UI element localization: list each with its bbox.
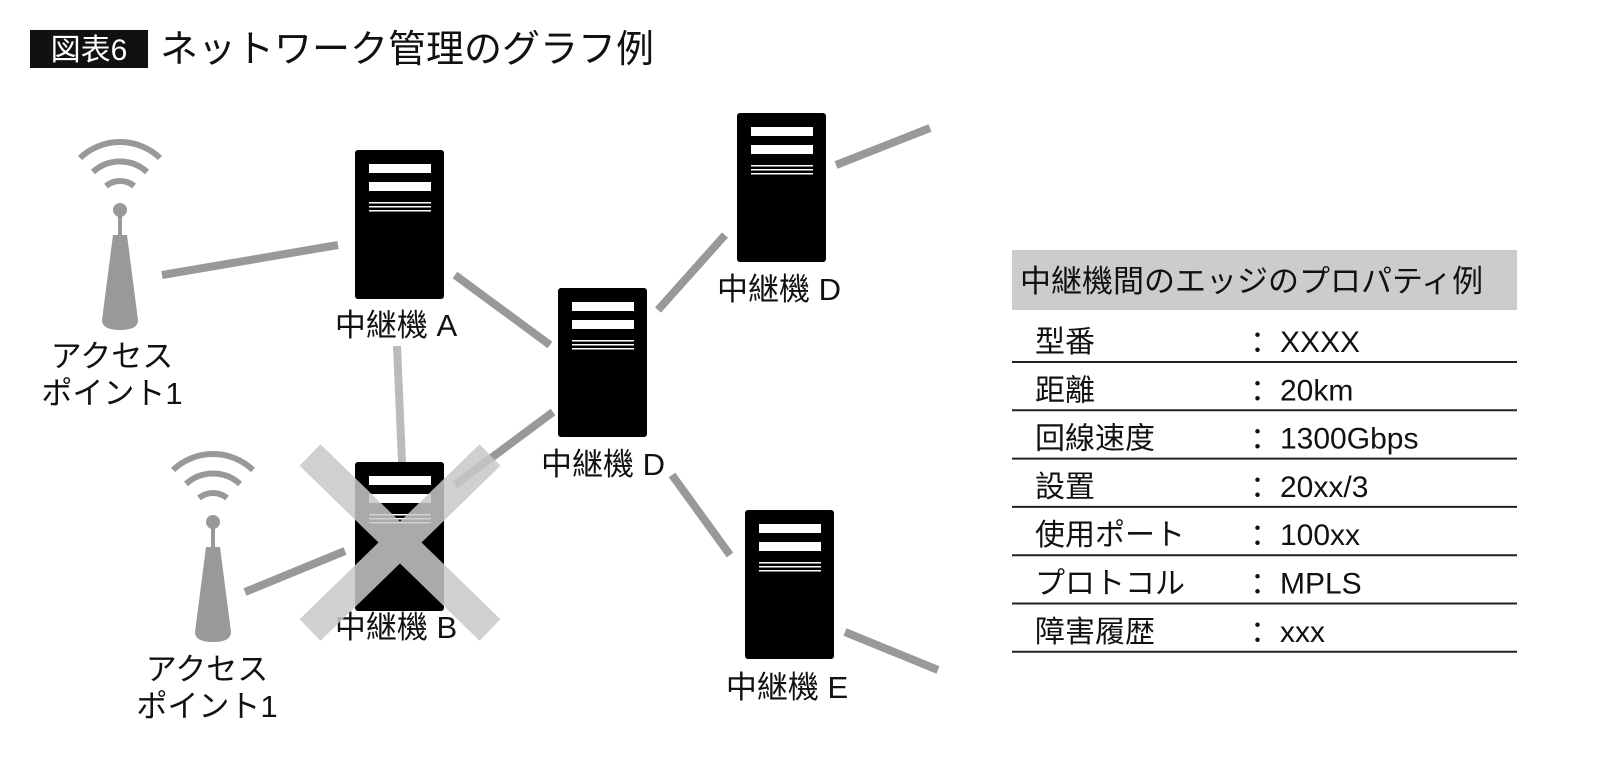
server-icon (745, 510, 834, 659)
relay-a: 中継機 A (335, 150, 458, 343)
property-key: 回線速度 (1035, 423, 1155, 456)
failure-x-icon (299, 444, 501, 641)
edge-d-e (668, 472, 734, 558)
figure-badge-text: 図表6 (51, 34, 128, 67)
edge-ap2-b (243, 547, 347, 596)
property-value: ：20xx/3 (1250, 471, 1368, 504)
property-key: 型番 (1035, 326, 1095, 359)
figure-title: 図表6 ネットワーク管理のグラフ例 (30, 29, 654, 71)
edge-dtop-out (834, 124, 932, 169)
property-value: ：20km (1250, 374, 1353, 407)
property-value: ：xxx (1250, 616, 1325, 649)
edge-property-table: 中継機間のエッジのプロパティ例 型番 ：XXXX 距離 ：20km 回線速度 ：1300G… (1012, 250, 1517, 653)
server-icon (355, 150, 444, 299)
property-key: 使用ポート (1035, 519, 1185, 552)
table-header-bg (1012, 250, 1517, 310)
property-key: 障害履歴 (1035, 616, 1155, 649)
relay-d-center-label: 中継機 D (541, 447, 665, 482)
server-icon (558, 288, 647, 437)
property-value: ：MPLS (1250, 568, 1362, 601)
access-point-1: アクセス ポイント1 (41, 142, 183, 411)
table-row: 型番 ：XXXX (1012, 326, 1517, 363)
relay-d-center: 中継機 D (541, 288, 665, 482)
table-row: 距離 ：20km (1012, 374, 1517, 412)
access-point-2-label-line2: ポイント1 (136, 689, 277, 724)
edge-a-d (452, 271, 553, 349)
edge-a-b (393, 345, 406, 463)
edge-d-dtop (655, 232, 728, 313)
figure-title-text: ネットワーク管理のグラフ例 (160, 29, 654, 71)
access-point-2: アクセス ポイント1 (136, 454, 278, 724)
access-point-2-label-line1: アクセス (146, 652, 268, 687)
access-point-1-label-line2: ポイント1 (41, 376, 182, 411)
property-key: 距離 (1035, 374, 1095, 407)
relay-b: 中継機 B (299, 444, 501, 645)
property-key: 設置 (1035, 471, 1095, 504)
edge-e-out (843, 628, 940, 674)
edge-ap1-a (161, 241, 339, 279)
table-title: 中継機間のエッジのプロパティ例 (1020, 264, 1483, 299)
table-row: 設置 ：20xx/3 (1012, 471, 1517, 508)
server-icon (737, 113, 826, 262)
relay-e: 中継機 E (726, 510, 848, 705)
property-value: ：100xx (1250, 519, 1360, 552)
relay-d-top: 中継機 D (717, 113, 841, 307)
table-row: 障害履歴 ：xxx (1012, 616, 1517, 653)
relay-d-top-label: 中継機 D (717, 272, 841, 307)
relay-a-label: 中継機 A (335, 308, 458, 343)
relay-e-label: 中継機 E (726, 670, 848, 705)
relay-b-label: 中継機 B (335, 610, 457, 645)
property-value: ：XXXX (1250, 326, 1360, 359)
antenna-icon (80, 142, 160, 330)
table-row: 使用ポート ：100xx (1012, 519, 1517, 557)
figure-badge (30, 30, 148, 68)
property-key: プロトコル (1035, 568, 1185, 601)
table-row: 回線速度 ：1300Gbps (1012, 423, 1517, 460)
access-point-1-label-line1: アクセス (51, 339, 173, 374)
edges (161, 124, 940, 674)
property-value: ：1300Gbps (1250, 423, 1418, 456)
table-row: プロトコル ：MPLS (1012, 568, 1517, 605)
antenna-icon (173, 454, 253, 642)
